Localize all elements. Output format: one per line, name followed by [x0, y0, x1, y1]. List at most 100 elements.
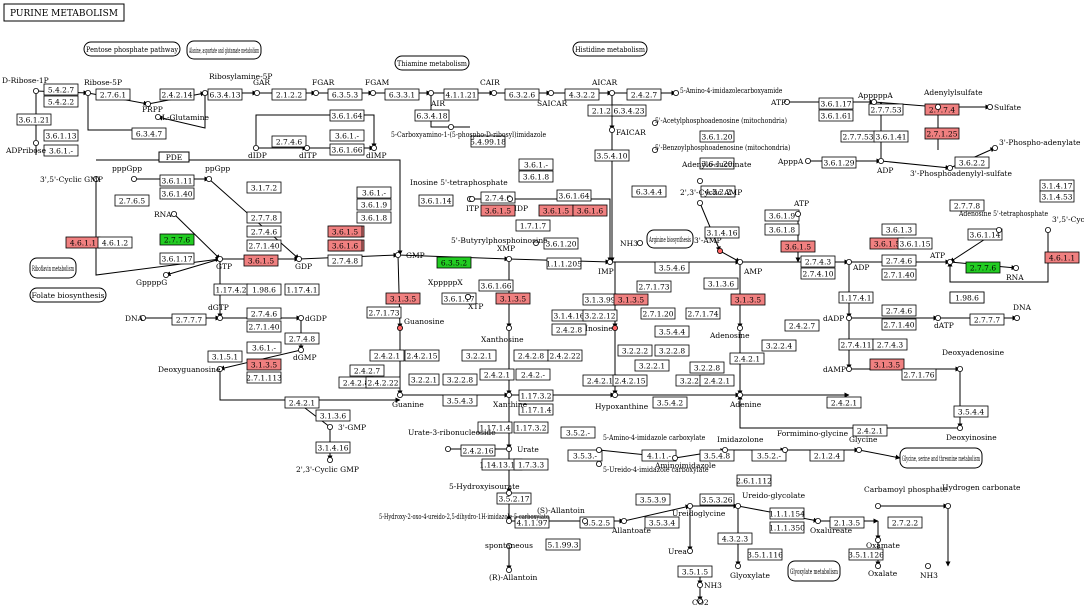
enzyme-box[interactable]: 3.5.2.-: [560, 426, 596, 439]
compound-node[interactable]: 5-Amino-4-imidazole carboxylate: [596, 433, 706, 453]
enzyme-box[interactable]: 2.7.7.8: [949, 199, 985, 212]
enzyme-box[interactable]: 3.2.2.8: [689, 361, 725, 374]
enzyme-box[interactable]: 4.1.1.-: [641, 449, 677, 462]
enzyme-box[interactable]: 2.7.1.25: [924, 127, 960, 140]
enzyme-box[interactable]: 3.2.2.1: [634, 359, 670, 372]
enzyme-box[interactable]: 4.3.2.2: [700, 185, 736, 198]
compound-node[interactable]: Adenylo-succinate: [681, 160, 752, 184]
compound-node[interactable]: Glyoxylate: [730, 563, 770, 580]
compound-node[interactable]: ADP: [876, 157, 893, 175]
enzyme-box[interactable]: 3.6.1.66: [478, 279, 514, 292]
enzyme-box[interactable]: 3.6.1.21: [16, 113, 52, 126]
compound-node[interactable]: 2',3'-Cyclic GMP: [296, 456, 359, 474]
compound-node[interactable]: Urea: [668, 547, 694, 556]
compound-node[interactable]: 3',5'-Cyclic AMP: [1045, 215, 1084, 233]
enzyme-box[interactable]: 3.6.1.-: [43, 144, 79, 157]
enzyme-box[interactable]: 4.6.1.2: [97, 236, 133, 249]
enzyme-box[interactable]: 3.5.1.5: [677, 565, 713, 578]
enzyme-box[interactable]: 6.3.4.7: [131, 127, 167, 140]
compound-node[interactable]: ADP: [846, 258, 869, 272]
enzyme-box[interactable]: 3.6.1.20: [699, 157, 735, 170]
enzyme-box[interactable]: 3.6.1.8: [356, 211, 392, 224]
compound-node[interactable]: ATP: [793, 199, 809, 217]
compound-node[interactable]: 5-Hydroxy-2-oxo-4-ureido-2,5-dihydro-1H-…: [379, 512, 549, 525]
enzyme-box[interactable]: 4.1.1.21: [443, 88, 479, 101]
pathway-link-pw5[interactable]: Riboflavin metabolism: [29, 257, 77, 279]
pathway-link-pw7[interactable]: Arginine biosynthesis: [646, 229, 694, 249]
enzyme-box[interactable]: 3.1.3.5: [869, 358, 905, 371]
enzyme-box[interactable]: 3.1.3.6: [315, 409, 351, 422]
enzyme-box[interactable]: 2.7.7.7: [171, 313, 207, 326]
compound-node[interactable]: Adenosine 5'-tetraphosphate: [958, 209, 1049, 233]
enzyme-box[interactable]: 3.6.1.17: [818, 97, 854, 110]
enzyme-box[interactable]: 6.3.4.13: [207, 88, 243, 101]
enzyme-box[interactable]: 3.6.1.5: [480, 204, 516, 217]
compound-node[interactable]: Xanthosine: [481, 324, 524, 344]
enzyme-box[interactable]: 1.1.1.205: [546, 257, 582, 270]
enzyme-box[interactable]: 3.6.1.20: [699, 130, 735, 143]
enzyme-box[interactable]: 6.3.2.6: [504, 88, 540, 101]
enzyme-box[interactable]: 3.6.1.29: [821, 156, 857, 169]
enzyme-box[interactable]: 3.1.3.6: [703, 277, 739, 290]
enzyme-box[interactable]: 3.6.1.5: [538, 204, 574, 217]
compound-node[interactable]: Aminoimidazole: [654, 454, 716, 470]
enzyme-box[interactable]: 3.1.3.5: [730, 293, 766, 306]
pathway-link-pw2[interactable]: Alanine, aspartate and glutamate metabol…: [186, 40, 262, 60]
compound-node[interactable]: Ribose-5P: [84, 78, 122, 97]
compound-node[interactable]: XMP: [497, 244, 515, 262]
enzyme-box[interactable]: 1.98.6: [949, 291, 985, 304]
compound-node[interactable]: 5'-Benzoylphosphoadenosine (mitochondria…: [652, 143, 790, 153]
compound-node[interactable]: 5-Hydroxyisourate: [449, 482, 520, 496]
enzyme-box[interactable]: 2.7.1.73: [366, 306, 402, 319]
pathway-link-pw4[interactable]: Histidine metabolism: [572, 41, 648, 57]
compound-node[interactable]: dGTP: [208, 303, 229, 321]
enzyme-box[interactable]: 5.1.99.3: [545, 538, 581, 551]
compound-node[interactable]: SAICAR: [537, 90, 568, 108]
compound-node[interactable]: Hypoxanthine: [595, 391, 649, 411]
enzyme-box[interactable]: 3.1.3.5: [385, 292, 421, 305]
compound-node[interactable]: 3'-Phospho-adenylate: [992, 138, 1081, 151]
enzyme-box[interactable]: 3.6.2.2: [954, 156, 990, 169]
compound-node[interactable]: DNA: [125, 314, 146, 323]
enzyme-box[interactable]: 2.7.2.2: [887, 516, 923, 529]
compound-node[interactable]: Ureido-glycolate: [735, 491, 806, 509]
enzyme-box[interactable]: 2.7.7.8: [246, 211, 282, 224]
pathway-link-pw8[interactable]: Glycine, serine and threonine metabolism: [899, 447, 983, 469]
compound-node[interactable]: 2',3'-Cyclic AMP: [680, 188, 742, 206]
compound-node[interactable]: RNA: [1006, 264, 1024, 282]
compound-node[interactable]: ITP: [466, 195, 479, 213]
enzyme-box[interactable]: 2.4.2.1: [479, 368, 515, 381]
compound-node[interactable]: ATP: [929, 251, 954, 265]
enzyme-box[interactable]: 2.7.1.40: [881, 318, 917, 331]
enzyme-box[interactable]: 2.7.7.53: [840, 130, 876, 143]
pathway-link-pw6[interactable]: Folate biosynthesis: [29, 287, 107, 303]
compound-node[interactable]: GDP: [295, 255, 312, 271]
enzyme-box[interactable]: 3.6.1.66: [329, 143, 365, 156]
enzyme-box[interactable]: 1.17.1.4: [477, 421, 513, 434]
compound-node[interactable]: 5-Amino-4-imidazolecarboxyamide: [673, 86, 783, 97]
enzyme-box[interactable]: 3.6.1.14: [967, 228, 1003, 241]
enzyme-box[interactable]: 3.1.3.5: [495, 292, 531, 305]
compound-node[interactable]: NH3: [920, 563, 938, 580]
compound-node[interactable]: GMP: [394, 251, 425, 260]
enzyme-box[interactable]: 3.1.4.16: [315, 441, 351, 454]
enzyme-box[interactable]: 3.6.1.13: [43, 129, 79, 142]
enzyme-box[interactable]: 3.6.1.41: [873, 130, 909, 143]
compound-node[interactable]: Formimino-glycine: [777, 429, 849, 453]
enzyme-box[interactable]: 2.7.4.6: [246, 225, 282, 238]
enzyme-box[interactable]: 3.5.4.8: [699, 449, 735, 462]
enzyme-box[interactable]: 3.5.2.-: [751, 449, 787, 462]
enzyme-box[interactable]: 2.7.4.10: [800, 267, 836, 280]
enzyme-box[interactable]: 3.6.1.15: [897, 237, 933, 250]
enzyme-box[interactable]: 2.4.2.1: [284, 396, 320, 409]
enzyme-box[interactable]: 2.1.3.5: [829, 516, 865, 529]
enzyme-box[interactable]: 3.5.4.4: [953, 405, 989, 418]
enzyme-box[interactable]: 2.4.2.1: [729, 352, 765, 365]
enzyme-box[interactable]: 2.7.7.6: [965, 261, 1001, 274]
compound-node[interactable]: dIDP: [248, 144, 267, 160]
enzyme-box[interactable]: 4.3.2.3: [717, 532, 753, 545]
compound-node[interactable]: dIMP: [366, 144, 387, 160]
enzyme-box[interactable]: 3.6.1.8: [518, 170, 554, 183]
enzyme-box[interactable]: 3.5.4.6: [654, 261, 690, 274]
enzyme-box[interactable]: 2.4.2.7: [626, 88, 662, 101]
